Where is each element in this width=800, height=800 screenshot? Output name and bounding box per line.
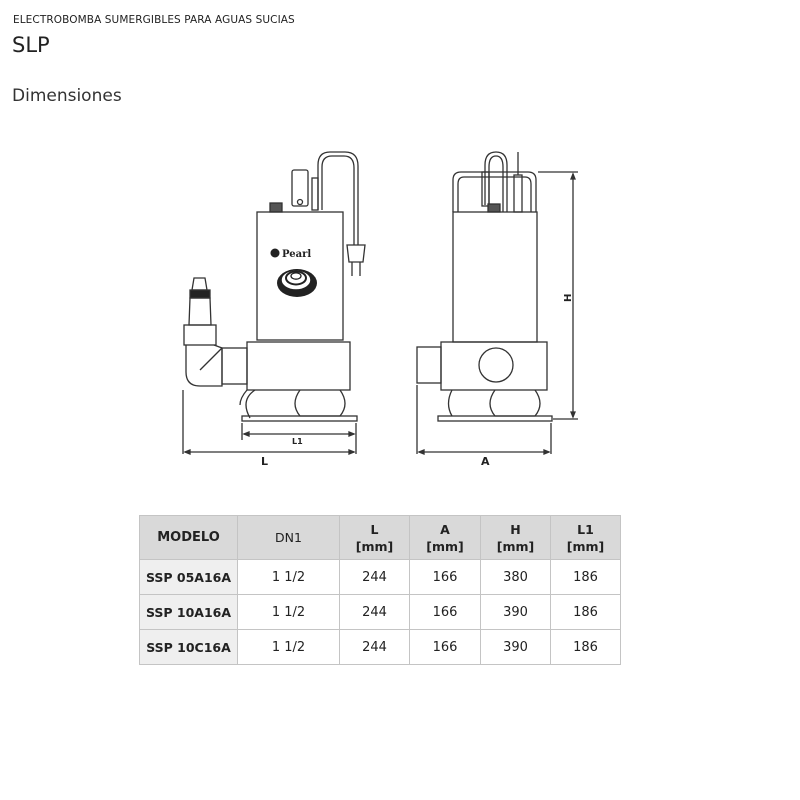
col-unit: [mm]: [496, 538, 535, 554]
cell-h: 390: [480, 594, 551, 630]
cell-a: 166: [409, 629, 481, 665]
table-row: SSP 10A16A 1 1/2 244 166 390 186: [139, 594, 621, 630]
cell-h: 380: [480, 559, 551, 595]
col-header-l1: L1[mm]: [550, 515, 621, 560]
pearl-logo: Pearl: [270, 248, 311, 260]
col-header-dn1: DN1: [237, 515, 340, 560]
dimensions-table: MODELO DN1 L[mm] A[mm] H[mm] L1[mm] SSP …: [139, 515, 621, 665]
cell-dn1: 1 1/2: [237, 594, 340, 630]
section-heading: Dimensiones: [12, 86, 122, 106]
col-name: L1: [577, 521, 594, 537]
cell-dn1: 1 1/2: [237, 629, 340, 665]
dim-label-H: H: [563, 294, 574, 302]
col-name: H: [510, 521, 521, 537]
col-header-h: H[mm]: [480, 515, 551, 560]
product-category: ELECTROBOMBA SUMERGIBLES PARA AGUAS SUCI…: [13, 14, 295, 26]
table-row: SSP 05A16A 1 1/2 244 166 380 186: [139, 559, 621, 595]
col-name: DN1: [275, 530, 302, 545]
cell-l: 244: [339, 559, 410, 595]
cell-l: 244: [339, 594, 410, 630]
dim-label-A: A: [481, 455, 490, 468]
col-header-a: A[mm]: [409, 515, 481, 560]
cell-modelo: SSP 10C16A: [139, 629, 238, 665]
cell-l1: 186: [550, 594, 621, 630]
col-header-modelo: MODELO: [139, 515, 238, 560]
cell-l1: 186: [550, 559, 621, 595]
dim-label-L1: L1: [292, 437, 303, 446]
cell-modelo: SSP 05A16A: [139, 559, 238, 595]
table-header-row: MODELO DN1 L[mm] A[mm] H[mm] L1[mm]: [139, 515, 621, 560]
col-header-l: L[mm]: [339, 515, 410, 560]
cell-a: 166: [409, 559, 481, 595]
side-view: A H: [416, 151, 578, 468]
col-name: A: [440, 521, 450, 537]
col-name: MODELO: [157, 530, 220, 545]
cell-h: 390: [480, 629, 551, 665]
cell-a: 166: [409, 594, 481, 630]
cell-dn1: 1 1/2: [237, 559, 340, 595]
dim-label-L: L: [261, 455, 268, 468]
pump-dimension-drawing: Pearl L1 L: [182, 151, 578, 468]
cell-l1: 186: [550, 629, 621, 665]
col-unit: [mm]: [566, 538, 605, 554]
col-unit: [mm]: [426, 538, 464, 554]
brand-name: Pearl: [282, 249, 311, 260]
front-view: Pearl L1 L: [182, 151, 366, 468]
cell-l: 244: [339, 629, 410, 665]
product-title: SLP: [12, 33, 50, 57]
cell-modelo: SSP 10A16A: [139, 594, 238, 630]
col-name: L: [370, 521, 379, 537]
table-row: SSP 10C16A 1 1/2 244 166 390 186: [139, 629, 621, 665]
col-unit: [mm]: [355, 538, 394, 554]
